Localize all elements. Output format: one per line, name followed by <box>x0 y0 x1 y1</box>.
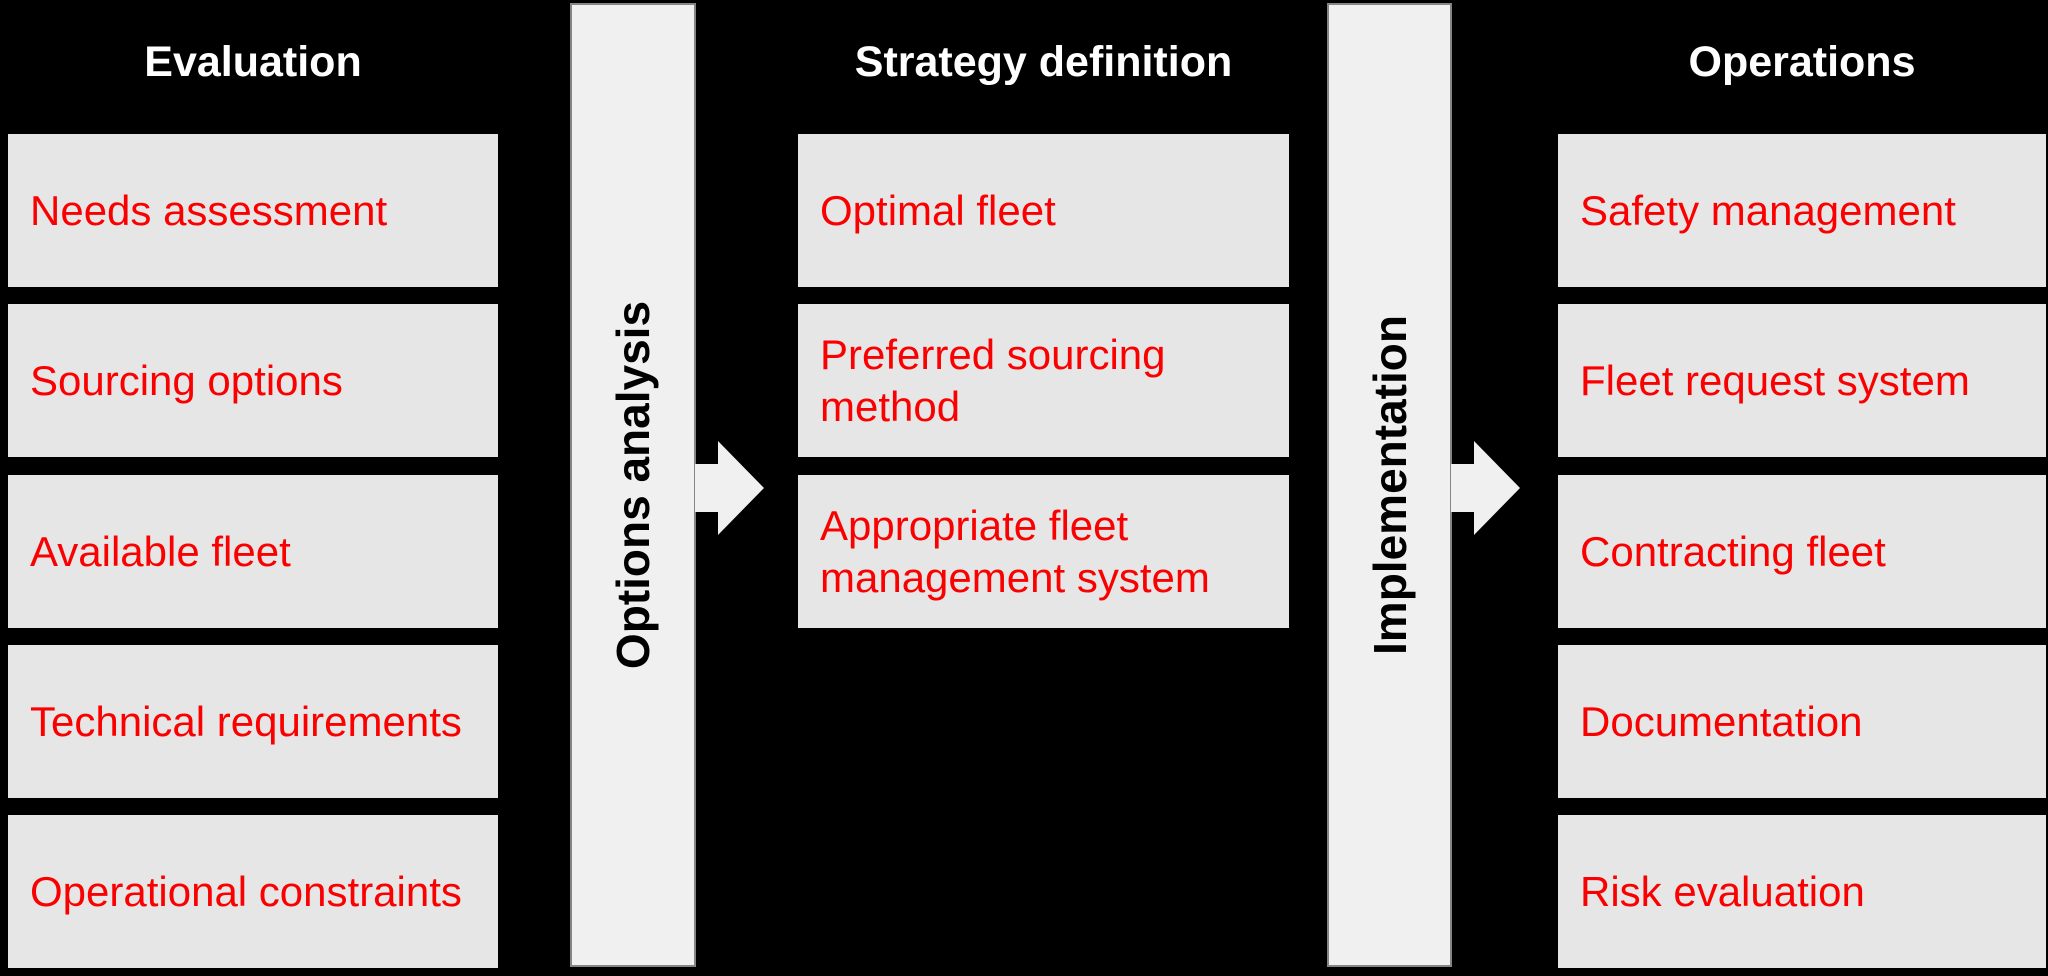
stage-item: Contracting fleet <box>1558 475 2046 628</box>
stage-header-evaluation: Evaluation <box>144 38 362 86</box>
stage-item-label: Available fleet <box>30 527 291 575</box>
stage-item-label: Documentation <box>1580 697 1863 745</box>
stage-item-label: Risk evaluation <box>1580 867 1865 915</box>
connector-label: Implementation <box>1363 315 1416 655</box>
stage-item: Sourcing options <box>8 304 498 457</box>
stage-item: Operational constraints <box>8 815 498 968</box>
stage-item-label: Operational constraints <box>30 867 462 915</box>
stage-item: Technical requirements <box>8 645 498 798</box>
connector-label: Options analysis <box>607 300 659 670</box>
stage-header-strategy-definition: Strategy definition <box>854 38 1233 86</box>
connector-bar-options-analysis: Options analysis <box>570 3 696 967</box>
stage-item: Appropriate fleet management system <box>798 475 1289 628</box>
stage-item-label: Sourcing options <box>30 356 343 404</box>
stage-item-label: Safety management <box>1580 186 1956 234</box>
stage-item: Optimal fleet <box>798 134 1289 287</box>
stage-item-label: Optimal fleet <box>820 186 1056 234</box>
stage-item: Risk evaluation <box>1558 815 2046 968</box>
stage-item-label: Preferred sourcing method <box>820 330 1166 430</box>
stage-item: Documentation <box>1558 645 2046 798</box>
connector-bar-implementation: Implementation <box>1327 3 1452 967</box>
stage-item: Available fleet <box>8 475 498 628</box>
arrow-right-icon <box>1451 441 1520 535</box>
stage-item-label: Technical requirements <box>30 697 462 745</box>
stage-item: Fleet request system <box>1558 304 2046 457</box>
stage-item-label: Contracting fleet <box>1580 527 1886 575</box>
stage-item: Safety management <box>1558 134 2046 287</box>
stage-item-label: Fleet request system <box>1580 356 1970 404</box>
stage-item-label: Appropriate fleet management system <box>820 501 1210 601</box>
stage-item: Needs assessment <box>8 134 498 287</box>
stage-item: Preferred sourcing method <box>798 304 1289 457</box>
stage-header-operations: Operations <box>1688 38 1916 86</box>
stage-item-label: Needs assessment <box>30 186 388 234</box>
arrow-right-icon <box>695 441 764 535</box>
